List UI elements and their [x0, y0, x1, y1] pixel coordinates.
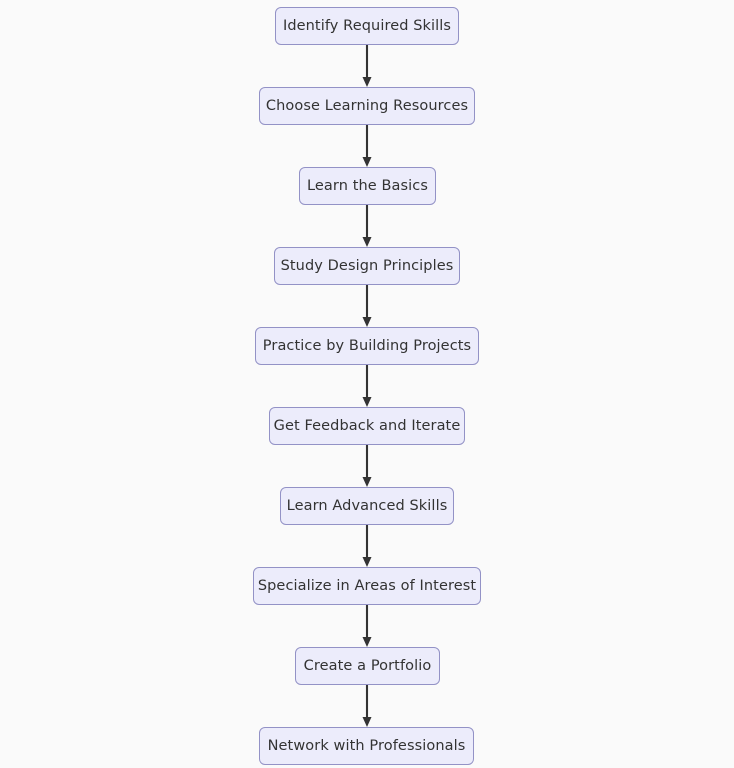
flowchart-node-specialize-in-areas-of-interest[interactable]: Specialize in Areas of Interest: [253, 567, 481, 605]
node-label: Learn Advanced Skills: [286, 497, 448, 514]
node-label: Network with Professionals: [267, 737, 466, 754]
flowchart-node-create-a-portfolio[interactable]: Create a Portfolio: [295, 647, 440, 685]
node-label: Choose Learning Resources: [265, 97, 469, 114]
node-label: Study Design Principles: [280, 257, 454, 274]
flowchart-node-get-feedback-and-iterate[interactable]: Get Feedback and Iterate: [269, 407, 465, 445]
node-label: Create a Portfolio: [303, 657, 432, 674]
flowchart-node-learn-the-basics[interactable]: Learn the Basics: [299, 167, 436, 205]
flowchart-node-practice-by-building-projects[interactable]: Practice by Building Projects: [255, 327, 479, 365]
node-label: Identify Required Skills: [282, 17, 452, 34]
node-label: Specialize in Areas of Interest: [257, 577, 477, 594]
flowchart-node-choose-learning-resources[interactable]: Choose Learning Resources: [259, 87, 475, 125]
flowchart-node-network-with-professionals[interactable]: Network with Professionals: [259, 727, 474, 765]
flowchart-node-study-design-principles[interactable]: Study Design Principles: [274, 247, 460, 285]
flowchart-node-learn-advanced-skills[interactable]: Learn Advanced Skills: [280, 487, 454, 525]
node-label: Get Feedback and Iterate: [273, 417, 461, 434]
node-label: Learn the Basics: [306, 177, 429, 194]
flowchart-node-identify-required-skills[interactable]: Identify Required Skills: [275, 7, 459, 45]
node-label: Practice by Building Projects: [262, 337, 472, 354]
